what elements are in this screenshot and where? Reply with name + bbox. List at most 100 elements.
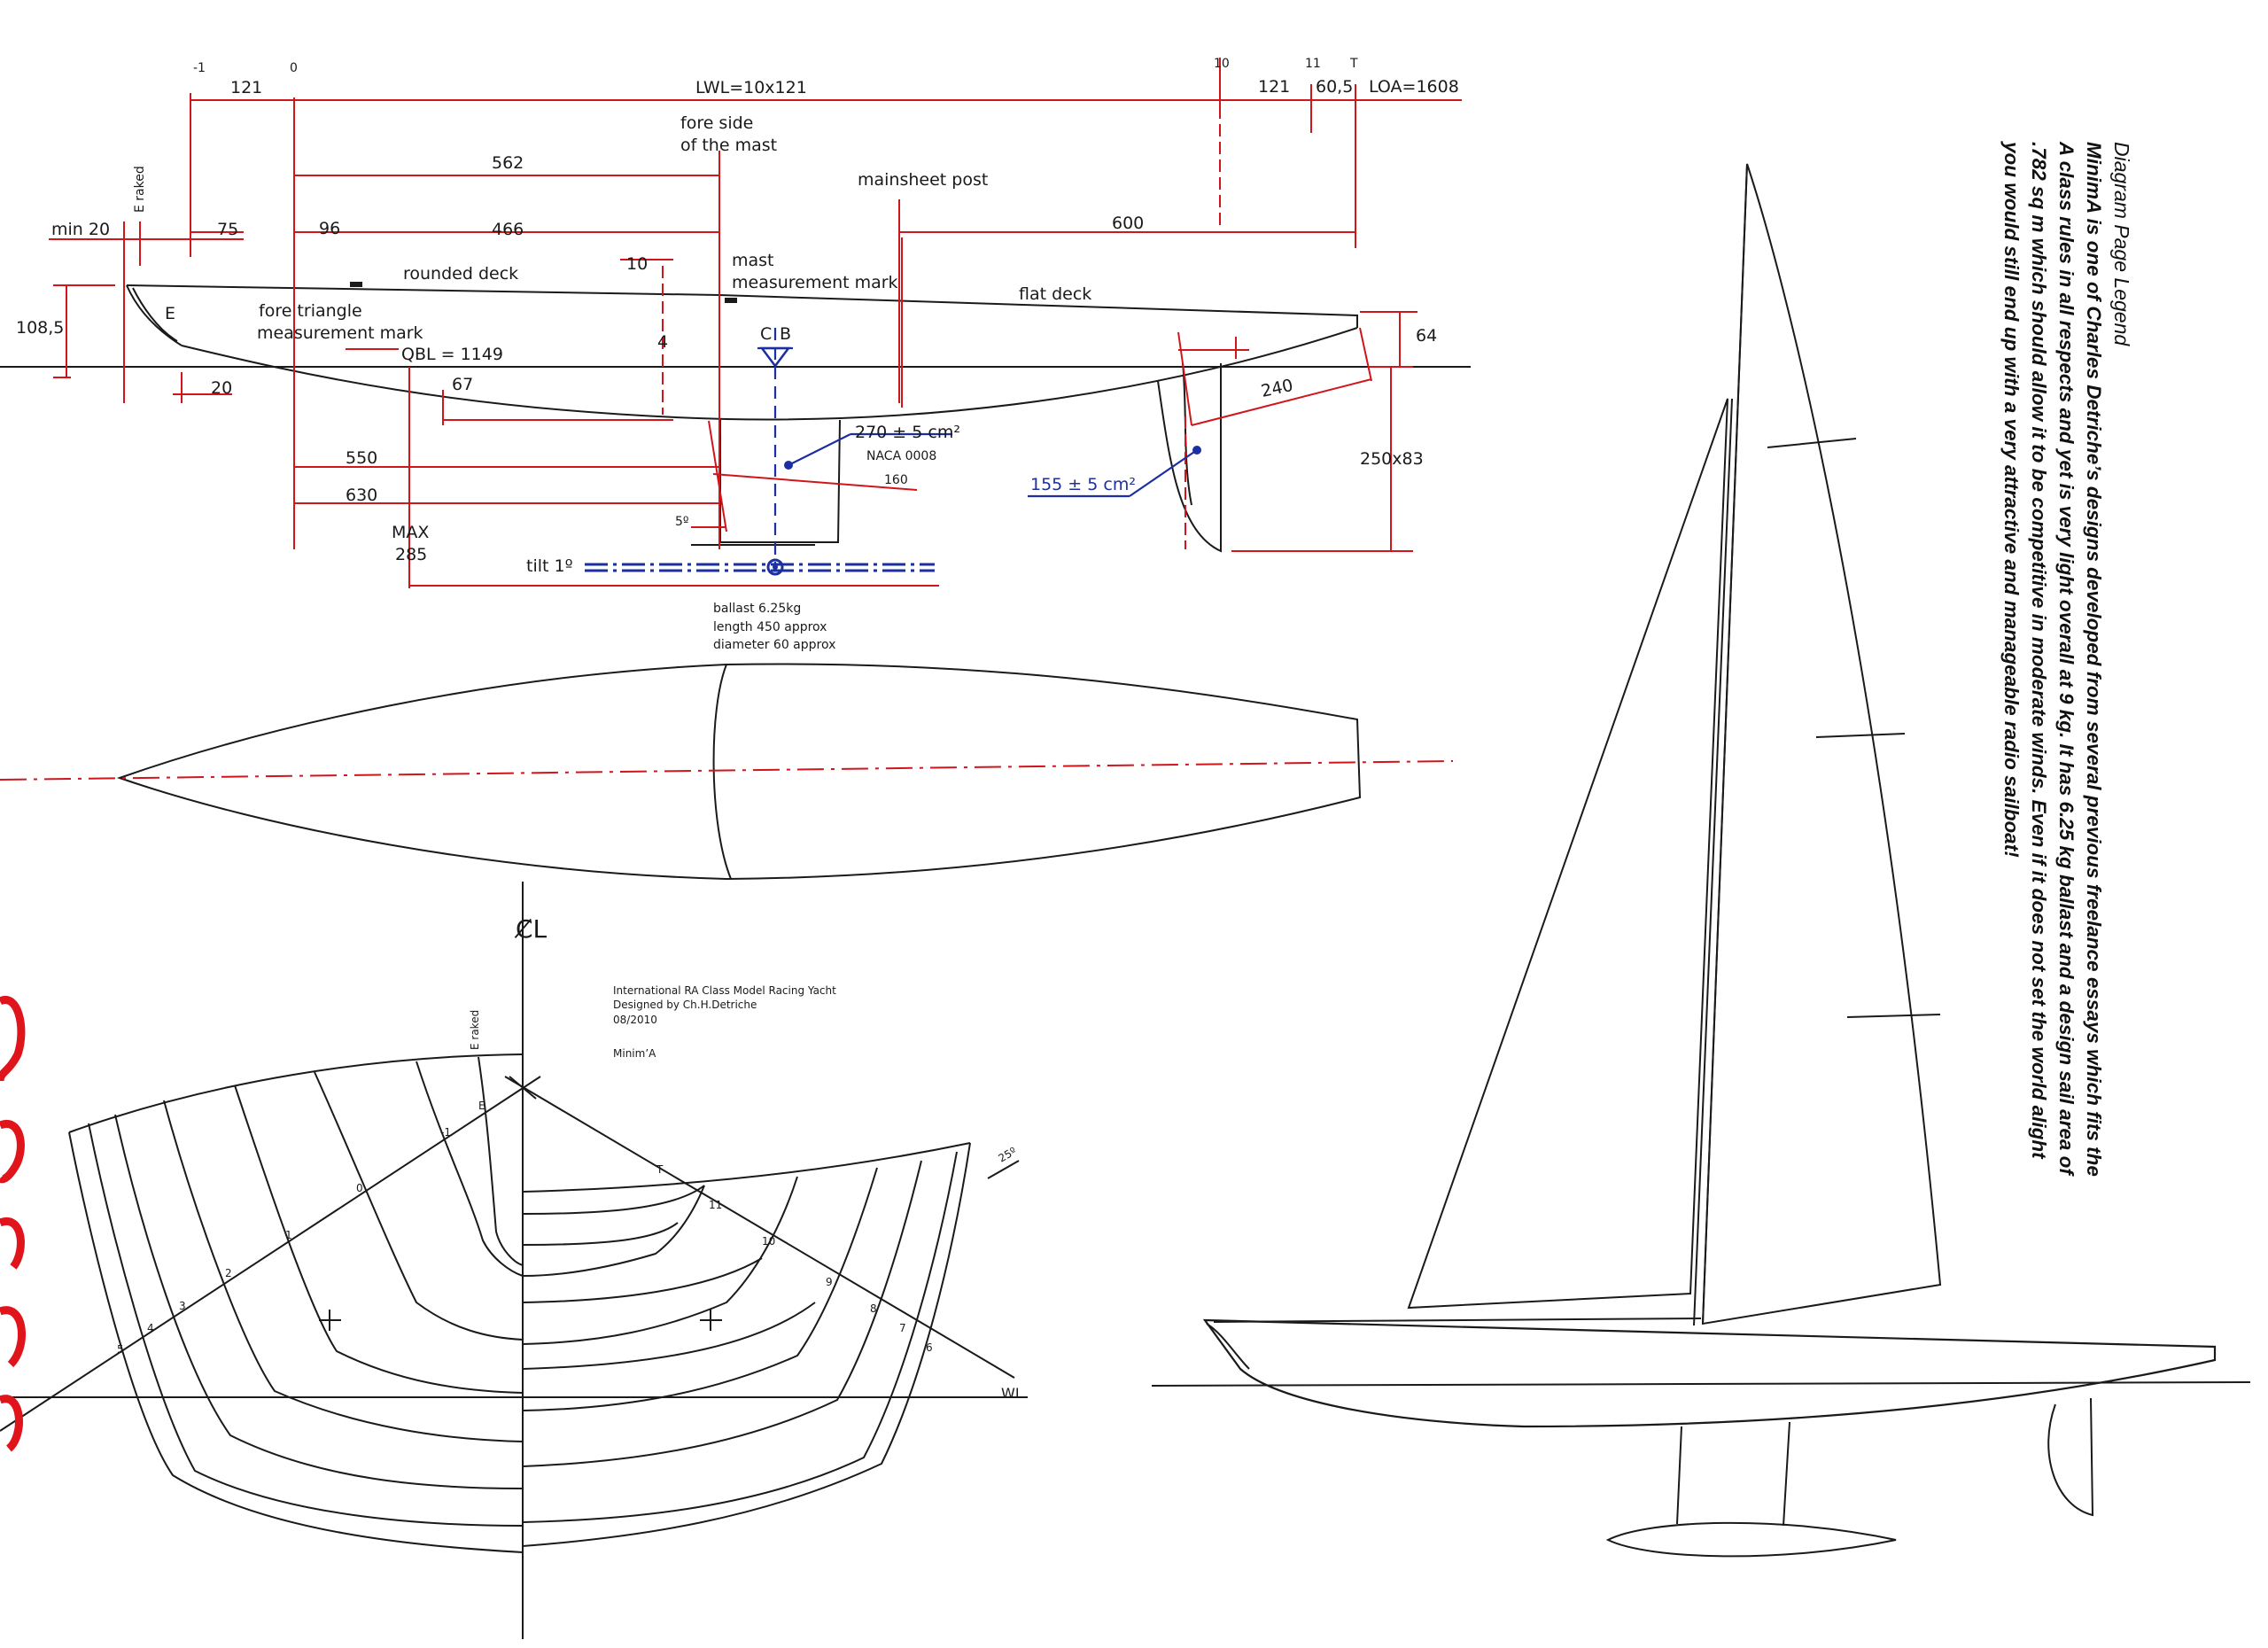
st-e: E	[478, 1100, 485, 1112]
dim-10: 10	[626, 254, 648, 274]
plan-view	[0, 663, 1454, 881]
red-edge-marks	[0, 996, 26, 1452]
qbl-label: QBL = 1149	[401, 345, 503, 364]
st-10: 10	[762, 1235, 775, 1248]
body-e-raked: E raked	[469, 1010, 481, 1050]
legend-line-1: MinimA is one of Charles Detriche’s desi…	[2083, 142, 2105, 1177]
sail-plan-rudder	[2047, 1397, 2094, 1517]
dim-562: 562	[492, 153, 524, 173]
dim-75: 75	[217, 220, 238, 239]
station-0: 0	[290, 61, 298, 75]
ballast-label-2: length 450 approx	[713, 620, 827, 634]
station-10: 10	[1214, 57, 1230, 71]
diagonal-right	[504, 1076, 1015, 1379]
dim-min20: min 20	[51, 220, 110, 239]
cb-c: C	[760, 324, 772, 344]
fore-triangle-label-2: measurement mark	[257, 323, 423, 343]
ballast-label-3: diameter 60 approx	[713, 638, 835, 652]
body-title-1: International RA Class Model Racing Yach…	[613, 984, 836, 997]
fore-triangle-label-1: fore triangle	[259, 301, 362, 321]
st-minus1: -1	[440, 1126, 451, 1139]
st-t: T	[656, 1163, 664, 1176]
sail-plan-hull	[1202, 1318, 2217, 1428]
dim-250x83: 250x83	[1360, 449, 1424, 469]
st-2: 2	[225, 1267, 232, 1279]
dim-4: 4	[657, 332, 668, 352]
naca-label: NACA 0008	[866, 449, 936, 463]
body-title-2: Designed by Ch.H.Detriche	[613, 999, 757, 1011]
center-of-buoyancy	[585, 328, 1201, 576]
sail-plan-waterline	[1151, 1381, 2251, 1387]
ballast-label-1: ballast 6.25kg	[713, 602, 801, 616]
rounded-deck-label: rounded deck	[403, 264, 518, 284]
boom	[1213, 1318, 1702, 1323]
rudder-area-label: 155 ± 5 cm²	[1030, 475, 1136, 494]
fore-side-label-2: of the mast	[680, 136, 777, 155]
dim-20: 20	[211, 378, 232, 398]
st-3: 3	[179, 1300, 186, 1312]
dim-466: 466	[492, 220, 524, 239]
mast-mark-label-1: mast	[732, 251, 774, 270]
keel-fin	[719, 419, 841, 543]
dim-285: 285	[395, 545, 427, 564]
dim-108-5: 108,5	[16, 318, 64, 338]
mainsail	[1701, 163, 1942, 1325]
dim-60-5: 60,5	[1316, 77, 1353, 97]
dim-96: 96	[319, 219, 340, 238]
mainsheet-post-label: mainsheet post	[858, 170, 988, 190]
e-raked-label: E raked	[133, 166, 147, 213]
diagonal-left	[0, 1076, 541, 1432]
rudder	[1157, 363, 1222, 553]
mast-step	[725, 298, 737, 303]
dim-121-right: 121	[1258, 77, 1290, 97]
st-8: 8	[870, 1302, 877, 1315]
body-title-4: Minim’A	[613, 1047, 656, 1060]
cb-b: B	[780, 324, 791, 344]
dim-lwl: LWL=10x121	[695, 78, 807, 97]
body-plan: C̸L WL E raked 25º -1 E 0 1 2 3 4 5 T 11…	[0, 882, 1028, 1639]
keel-area-label: 270 ± 5 cm²	[855, 423, 960, 442]
wl-label: WL	[1001, 1385, 1023, 1402]
cl-label: C̸L	[515, 914, 548, 944]
mast-mark-label-2: measurement mark	[732, 273, 898, 292]
dim-600: 600	[1112, 214, 1144, 233]
dim-550: 550	[346, 448, 377, 468]
plan-mast-station	[712, 664, 732, 880]
bow-stem	[126, 284, 183, 346]
plan-centerline	[0, 760, 1454, 781]
st-1: 1	[285, 1229, 292, 1241]
st-7: 7	[899, 1322, 906, 1334]
sail-plan-keel	[1676, 1421, 1790, 1527]
e-mark: E	[165, 304, 175, 323]
dim-67: 67	[452, 375, 473, 394]
diagram-legend: Diagram Page Legend MinimA is one of Cha…	[1958, 142, 2135, 1187]
st-6: 6	[926, 1341, 933, 1354]
fore-side-label-1: fore side	[680, 113, 753, 133]
dimension-lines	[49, 58, 1462, 588]
dim-240: 240	[1259, 376, 1294, 401]
legend-line-4: you would still end up with a very attra…	[2000, 142, 2023, 858]
st-11: 11	[709, 1199, 722, 1211]
deck-line	[126, 284, 1358, 328]
mast	[1702, 163, 1748, 1325]
dim-630: 630	[346, 486, 377, 505]
legend-line-2: A class rules in all respects and yet is…	[2055, 142, 2078, 1175]
flat-deck-label: flat deck	[1019, 284, 1091, 304]
station-t: T	[1349, 57, 1358, 71]
max-label: MAX	[392, 523, 429, 542]
profile-labels: -1 0 10 11 T 121 LWL=10x121 121 60,5 LOA…	[16, 57, 1459, 652]
hull-profile	[0, 282, 1471, 553]
st-4: 4	[147, 1322, 154, 1334]
legend-title: Diagram Page Legend	[2110, 142, 2133, 346]
body-title-3: 08/2010	[613, 1014, 657, 1026]
tilt-label: tilt 1º	[526, 556, 573, 576]
deck-outline	[116, 663, 1362, 881]
dim-121-left: 121	[230, 78, 262, 97]
dim-160: 160	[884, 473, 908, 487]
ballast-bulb	[1605, 1521, 1897, 1558]
station-11: 11	[1305, 57, 1321, 71]
dim-loa: LOA=1608	[1369, 77, 1459, 97]
deck-fitting	[350, 282, 362, 287]
